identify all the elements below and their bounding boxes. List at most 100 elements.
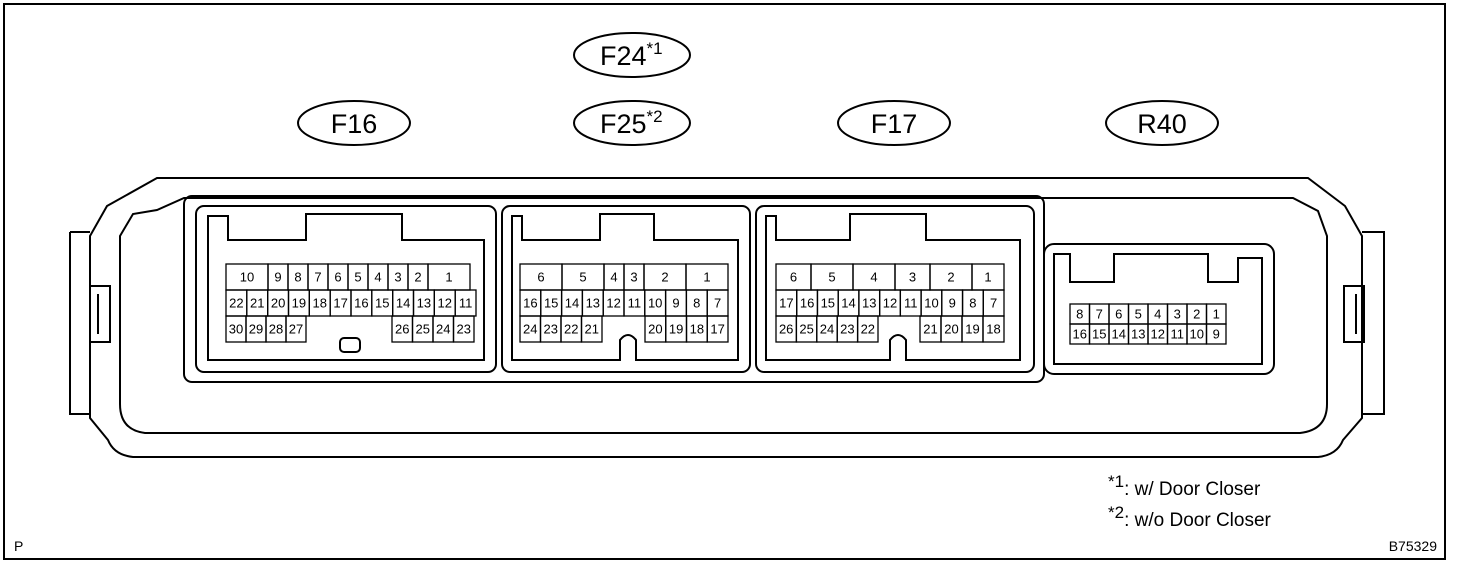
f17-row1-pin-1: 1	[984, 270, 991, 285]
f17-row3-pin-18: 18	[986, 322, 1000, 337]
f17-row3-pin-22-cell	[856, 315, 879, 343]
ecu-housing	[89, 177, 1363, 458]
f24-f25-row3-pin-17: 17	[710, 322, 724, 337]
r40-row1-pin-5: 5	[1135, 306, 1142, 321]
f16-row2-pin-21: 21	[250, 296, 264, 311]
left-latch	[69, 231, 90, 415]
f24-f25-row3-pin-24: 24	[523, 322, 537, 337]
f24-f25-socket-inner	[511, 213, 739, 361]
r40-row2-pin-9: 9	[1213, 326, 1220, 341]
f24-f25-row2-pin-11: 11	[628, 296, 642, 311]
right-latch	[1362, 231, 1385, 415]
f16-row3-pin-26: 26	[395, 322, 409, 337]
f17-row1-pin-6: 6	[790, 270, 797, 285]
f17-row2-pin-7: 7	[990, 296, 997, 311]
f16-row1-pin-2: 2	[414, 270, 421, 285]
f16-row3-pin-29: 29	[249, 322, 263, 337]
r40-row1-pin-2: 2	[1193, 306, 1200, 321]
r40-row2-pin-14: 14	[1112, 326, 1126, 341]
f24-f25-row1-pin-2: 2	[661, 270, 668, 285]
f17-row3-pin-25: 25	[799, 322, 813, 337]
f16-row1-pin-8: 8	[294, 270, 301, 285]
r40-row2-pin-10: 10	[1190, 326, 1204, 341]
f16-row1-pin-9: 9	[274, 270, 281, 285]
f17-row3-pin-26: 26	[779, 322, 793, 337]
f17-row3-pin-21: 21	[923, 322, 937, 337]
f16-row2-pin-22: 22	[229, 296, 243, 311]
f24-f25-row2-pin-7: 7	[714, 296, 721, 311]
f16-socket-inner	[207, 213, 485, 361]
f17-row1-pin-5: 5	[828, 270, 835, 285]
f17-row3-pin-23: 23	[840, 322, 854, 337]
f24-f25-row3-pin-21-cell	[580, 315, 603, 343]
f24-f25-row2-pin-12: 12	[606, 296, 620, 311]
r40-row2-pin-13: 13	[1131, 326, 1145, 341]
corner-tag-right: B75329	[1389, 538, 1437, 554]
f17-socket-outer	[755, 205, 1035, 373]
f16-row3-pin-23: 23	[457, 322, 471, 337]
f16-oval	[297, 100, 411, 146]
footnote-1-text: : w/ Door Closer	[1124, 479, 1261, 500]
f16-row1-pin-3: 3	[394, 270, 401, 285]
f16-row3-pin-24: 24	[436, 322, 450, 337]
f16-row3-pin-28: 28	[269, 322, 283, 337]
f17-row2-pin-14: 14	[841, 296, 855, 311]
f16-row2-pin-17: 17	[333, 296, 347, 311]
f16-row3-pin-27: 27	[289, 322, 303, 337]
f16-row3-pin-30: 30	[229, 322, 243, 337]
f24-label: F24*1	[600, 39, 663, 71]
r40-row2-pin-16: 16	[1073, 326, 1087, 341]
f16-row3-pin-25: 25	[416, 322, 430, 337]
f24-f25-row1-pin-6: 6	[537, 270, 544, 285]
f24-oval	[573, 32, 691, 78]
f16-socket-outer	[195, 205, 497, 373]
footnote-2-sup: *2	[1108, 503, 1124, 522]
pin-grid	[225, 263, 1227, 345]
f16-row3-pin-23-cell	[452, 315, 475, 343]
f16-row2-pin-18: 18	[313, 296, 327, 311]
f17-row2-pin-17: 17	[779, 296, 793, 311]
f16-row2-pin-16: 16	[354, 296, 368, 311]
f17-row3-pin-24: 24	[820, 322, 834, 337]
r40-row1-pin-8: 8	[1076, 306, 1083, 321]
r40-socket-inner	[1053, 253, 1263, 365]
f24-f25-row1-pin-3: 3	[630, 270, 637, 285]
f24-f25-row3-pin-21: 21	[585, 322, 599, 337]
f16-row1-pin-7: 7	[314, 270, 321, 285]
f16-row2-pin-15: 15	[375, 296, 389, 311]
corner-tag-left: P	[14, 538, 23, 554]
f24-f25-row3-pin-19: 19	[669, 322, 683, 337]
footnote-1-sup: *1	[1108, 472, 1124, 491]
r40-oval	[1105, 100, 1219, 146]
f16-row1-pin-1: 1	[445, 270, 452, 285]
r40-row2-pin-11: 11	[1171, 326, 1185, 341]
f17-row2-pin-15: 15	[821, 296, 835, 311]
f25-oval	[573, 100, 691, 146]
f17-row2-pin-16: 16	[800, 296, 814, 311]
f17-socket-inner	[765, 213, 1021, 361]
f24-f25-row2-pin-8: 8	[693, 296, 700, 311]
r40-row1-pin-1: 1	[1213, 306, 1220, 321]
f17-row2-pin-13: 13	[862, 296, 876, 311]
r40-row2-pin-9-cell	[1205, 323, 1227, 345]
f17-row1-pin-4: 4	[870, 270, 877, 285]
f17-row3-pin-18-cell	[982, 315, 1005, 343]
f17-row1-pin-3: 3	[909, 270, 916, 285]
main-connector-block	[183, 195, 1045, 383]
f24-f25-row2-pin-10: 10	[648, 296, 662, 311]
r40-row1-pin-6: 6	[1115, 306, 1122, 321]
f16-row2-pin-11: 11	[459, 296, 473, 311]
figure-frame	[3, 3, 1446, 560]
f17-row2-pin-8: 8	[969, 296, 976, 311]
r40-row1-pin-3: 3	[1174, 306, 1181, 321]
f24-f25-row2-pin-13: 13	[586, 296, 600, 311]
f16-row1-pin-5: 5	[354, 270, 361, 285]
f24-label-text: F24	[600, 41, 647, 71]
f24-f25-row1-pin-5: 5	[579, 270, 586, 285]
f16-label: F16	[331, 109, 378, 139]
f16-key	[339, 337, 361, 353]
right-latch-tab	[1343, 285, 1365, 343]
